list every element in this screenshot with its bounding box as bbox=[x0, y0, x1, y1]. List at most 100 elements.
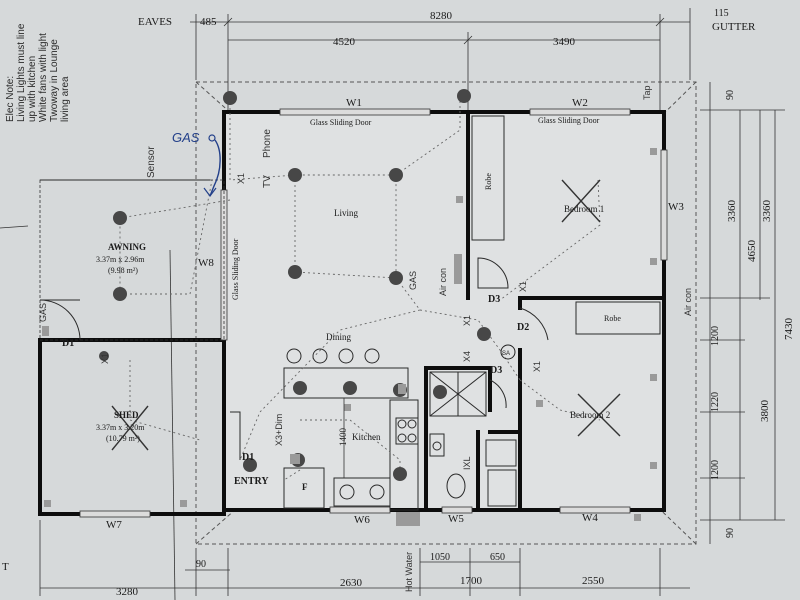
air-con-right-label: Air con bbox=[683, 288, 693, 316]
smoke-alarm-label: SA bbox=[502, 351, 510, 357]
right-7430-dimension: 7430 bbox=[783, 318, 795, 341]
bathroom-fixtures bbox=[429, 371, 517, 507]
w6-label: W6 bbox=[354, 514, 370, 526]
robes bbox=[471, 115, 661, 335]
ceiling-light bbox=[223, 91, 237, 105]
sensor-label: Sensor bbox=[146, 146, 157, 178]
fan-icon bbox=[577, 393, 621, 437]
edge-left-text: T bbox=[2, 561, 9, 573]
fan-icon bbox=[111, 405, 149, 451]
bottom-1050-dimension: 1050 bbox=[430, 552, 450, 563]
w2-label: W2 bbox=[572, 97, 588, 109]
right-3360-a-dimension: 3360 bbox=[726, 200, 738, 223]
ceiling-light bbox=[243, 458, 257, 472]
right-90-top-dimension: 90 bbox=[725, 90, 736, 100]
bottom-1700-dimension: 1700 bbox=[460, 575, 483, 587]
gutter-dimension: 115 bbox=[714, 8, 729, 19]
gutter-label: GUTTER bbox=[712, 21, 756, 33]
bedroom1-label: Bedroom 1 bbox=[564, 204, 604, 214]
w8-label: W8 bbox=[198, 257, 214, 269]
fan-icon bbox=[561, 179, 601, 223]
w1-note: Glass Sliding Door bbox=[310, 118, 372, 127]
overall-width-dimension: 8280 bbox=[430, 10, 453, 22]
window-labels: W1 Glass Sliding Door W2 Glass Sliding D… bbox=[106, 97, 684, 531]
ixl-label: IXL bbox=[462, 456, 472, 470]
right-1220-dimension: 1220 bbox=[710, 392, 721, 412]
bottom-90-dimension: 90 bbox=[196, 559, 206, 570]
gas-handwritten: GAS bbox=[172, 130, 200, 145]
tv-label: TV bbox=[262, 175, 273, 188]
x1-shed-label: X1 bbox=[100, 353, 110, 364]
x1-hall-label: X1 bbox=[462, 315, 472, 326]
openings bbox=[79, 108, 668, 518]
right-3800-dimension: 3800 bbox=[759, 400, 771, 423]
right-1200-a-dimension: 1200 bbox=[710, 326, 721, 346]
x3-dim-label: X3+Dim bbox=[274, 414, 284, 446]
w2-note: Glass Sliding Door bbox=[538, 116, 600, 125]
bottom-650-dimension: 650 bbox=[490, 552, 505, 563]
w1-label: W1 bbox=[346, 97, 362, 109]
top-left-dimension: 4520 bbox=[333, 36, 356, 48]
ceiling-light bbox=[288, 265, 302, 279]
entry-label: ENTRY bbox=[234, 476, 269, 487]
ceiling-light bbox=[457, 89, 471, 103]
bottom-3280-dimension: 3280 bbox=[116, 586, 139, 598]
air-con-left-label: Air con bbox=[438, 268, 448, 296]
gas-handwritten-mark: GAS bbox=[172, 130, 221, 197]
ceiling-fans bbox=[111, 179, 621, 451]
bottom-2550-dimension: 2550 bbox=[582, 575, 605, 587]
ceiling-light bbox=[293, 381, 307, 395]
bottom-dimensions: 90 3280 2630 1050 650 1700 2550 T bbox=[2, 520, 690, 598]
door-swings bbox=[40, 257, 549, 460]
kitchen-fixtures bbox=[283, 348, 419, 511]
right-90-bottom-dimension: 90 bbox=[725, 528, 736, 538]
x4-label: X4 bbox=[462, 351, 472, 362]
d1-bottom-label: D1 bbox=[242, 452, 254, 463]
bedroom2-label: Bedroom 2 bbox=[570, 410, 610, 420]
d2-label: D2 bbox=[517, 322, 529, 333]
ceiling-light bbox=[393, 467, 407, 481]
right-dimensions: 90 3360 3360 4650 7430 1200 1220 3800 12… bbox=[700, 82, 795, 544]
x1-top-label: X1 bbox=[236, 173, 246, 184]
top-right-dimension: 3490 bbox=[553, 36, 576, 48]
top-dimensions: EAVES 485 8280 115 GUTTER 4520 3490 bbox=[138, 8, 756, 110]
phone-label: Phone bbox=[262, 129, 273, 158]
dining-label: Dining bbox=[326, 332, 352, 342]
shed-size: 3.37m x 3.20m bbox=[96, 423, 145, 432]
w4-label: W4 bbox=[582, 512, 598, 524]
eaves-label: EAVES bbox=[138, 16, 172, 28]
w3-label: W3 bbox=[668, 201, 684, 213]
kitchen-1400-dimension: 1400 bbox=[338, 428, 348, 447]
paper-lines bbox=[0, 225, 176, 600]
awning-area: (9.98 m²) bbox=[108, 266, 138, 275]
ceiling-light bbox=[389, 271, 403, 285]
eaves-dimension: 485 bbox=[200, 16, 217, 28]
ceiling-light bbox=[113, 287, 127, 301]
awning-label: AWNING bbox=[108, 242, 146, 252]
kitchen-label: Kitchen bbox=[352, 432, 381, 442]
shed-label: SHED bbox=[114, 410, 139, 420]
w7-label: W7 bbox=[106, 519, 122, 531]
room-labels: Living Dining Kitchen Bedroom 1 Bedroom … bbox=[96, 173, 621, 492]
annotations: Sensor X1 TV Phone GAS Air con Air con T… bbox=[38, 85, 693, 592]
bottom-2630-dimension: 2630 bbox=[340, 577, 363, 589]
w5-label: W5 bbox=[448, 513, 464, 525]
right-1200-b-dimension: 1200 bbox=[710, 460, 721, 480]
tap-label: Tap bbox=[642, 85, 652, 100]
ceiling-light bbox=[343, 381, 357, 395]
gas-left-label: GAS bbox=[38, 303, 48, 322]
awning-size: 3.37m x 2.96m bbox=[96, 255, 145, 264]
smoke-alarm-icon: SA bbox=[500, 344, 516, 360]
d3-a-label: D3 bbox=[488, 294, 500, 305]
hot-water-label: Hot Water bbox=[404, 552, 414, 592]
robe2-label: Robe bbox=[604, 314, 621, 323]
living-label: Living bbox=[334, 208, 358, 218]
d3-b-label: D3 bbox=[490, 365, 502, 376]
walls bbox=[38, 110, 666, 516]
gas-living-label: GAS bbox=[408, 271, 418, 290]
d1-top-label: D1 bbox=[62, 338, 74, 349]
ceiling-light bbox=[389, 168, 403, 182]
fridge-label: F bbox=[302, 482, 308, 492]
x1-b1-label: X1 bbox=[518, 281, 528, 292]
